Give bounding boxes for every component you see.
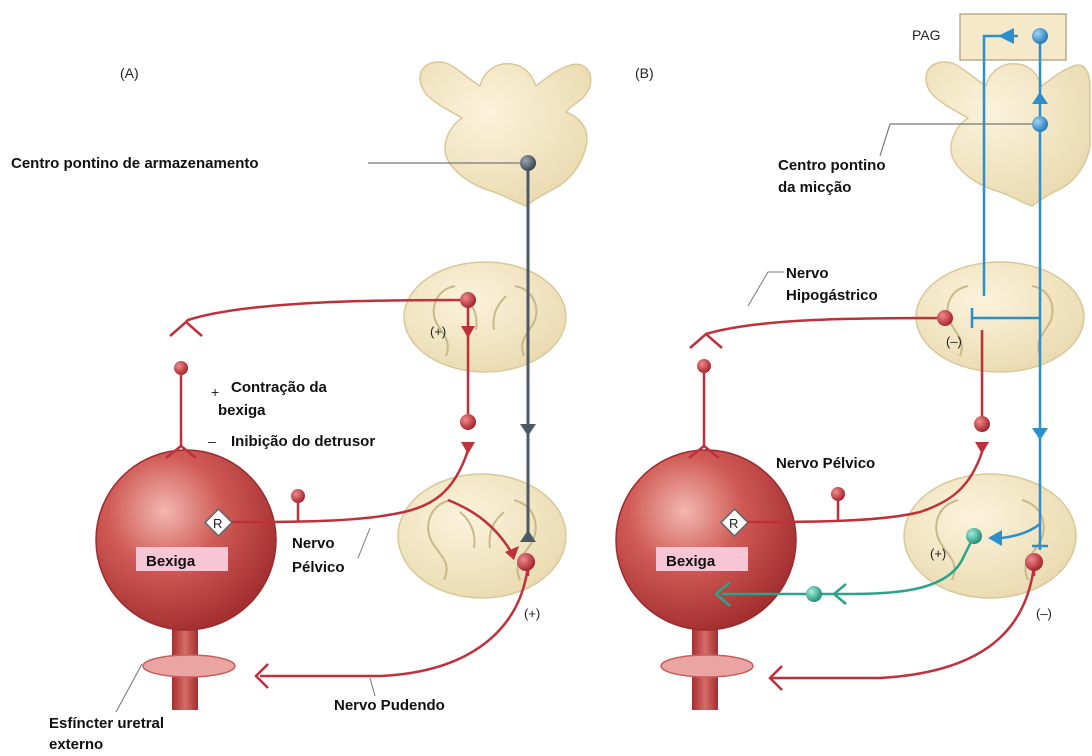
pag-label: PAG (912, 27, 941, 43)
nervo-pelvico-a-line1: Nervo (292, 535, 335, 552)
spinal-cord-lower-a (398, 474, 566, 598)
spinal-cord-upper-a (404, 262, 566, 372)
minus-sign-a: – (208, 433, 216, 449)
neuron-b-upper (937, 310, 953, 326)
neuron-a-lower (517, 553, 535, 571)
receptor-label-b: R (729, 516, 738, 531)
neuron-b-pelvic (831, 487, 845, 501)
sign-b-upper: (–) (946, 334, 962, 349)
receptor-label-a: R (213, 516, 222, 531)
panel-a-tag: (A) (120, 65, 139, 81)
bladder-a: Bexiga R (96, 450, 276, 710)
panel-b-tag: (B) (635, 65, 654, 81)
hipogastrico-line1: Nervo (786, 265, 829, 282)
arrow-b-mid (975, 442, 989, 454)
legend-key-b (689, 359, 719, 458)
nervo-pudendo-label: Nervo Pudendo (334, 697, 445, 714)
spinal-cord-lower-b (904, 474, 1076, 598)
hipogastrico-line2: Hipogástrico (786, 287, 878, 304)
teal-neuron-cord (966, 528, 982, 544)
sphincter-a (143, 655, 235, 677)
arrow-a-mid (461, 442, 475, 454)
teal-neuron-mid (806, 586, 822, 602)
pontine-neuron-b (1032, 116, 1048, 132)
neuron-a-pelvic (291, 489, 305, 503)
sign-b-lower-inner: (+) (930, 546, 946, 561)
esfincter-line2: externo (49, 736, 103, 753)
pons-b (926, 62, 1090, 206)
esfincter-line1: Esfíncter uretral (49, 715, 164, 732)
contracao-line2: bexiga (218, 402, 266, 419)
plus-sign-a: + (211, 384, 219, 400)
neuron-b-lower (1025, 553, 1043, 571)
pons-a (420, 62, 591, 206)
panel-a: (A) Bexiga R (11, 62, 591, 753)
blue-arrow-mid (1032, 428, 1048, 440)
pag-neuron (1032, 28, 1048, 44)
inibicao-label: Inibição do detrusor (231, 433, 375, 450)
bladder-b: Bexiga R (616, 450, 796, 710)
sphincter-b (661, 655, 753, 677)
centro-miccao-line2: da micção (778, 179, 851, 196)
neuron-a-upper (460, 292, 476, 308)
bexiga-label-a: Bexiga (146, 553, 196, 570)
panel-b: (B) PAG Bexiga R (616, 14, 1090, 710)
legend-key-a (166, 361, 196, 458)
contracao-line1: Contração da (231, 379, 328, 396)
sign-a-upper: (+) (430, 324, 446, 339)
neuron-b-mid (974, 416, 990, 432)
nervo-pelvico-a-line2: Pélvico (292, 559, 345, 576)
nervo-pelvico-b: Nervo Pélvico (776, 455, 875, 472)
sign-b-lower-outer: (–) (1036, 606, 1052, 621)
centro-miccao-line1: Centro pontino (778, 157, 885, 174)
sign-a-lower: (+) (524, 606, 540, 621)
neuron-a-mid (460, 414, 476, 430)
pontine-neuron-a (520, 155, 536, 171)
bexiga-label-b: Bexiga (666, 553, 716, 570)
gray-arrow-mid (520, 424, 536, 436)
centro-armazenamento-label: Centro pontino de armazenamento (11, 155, 259, 172)
